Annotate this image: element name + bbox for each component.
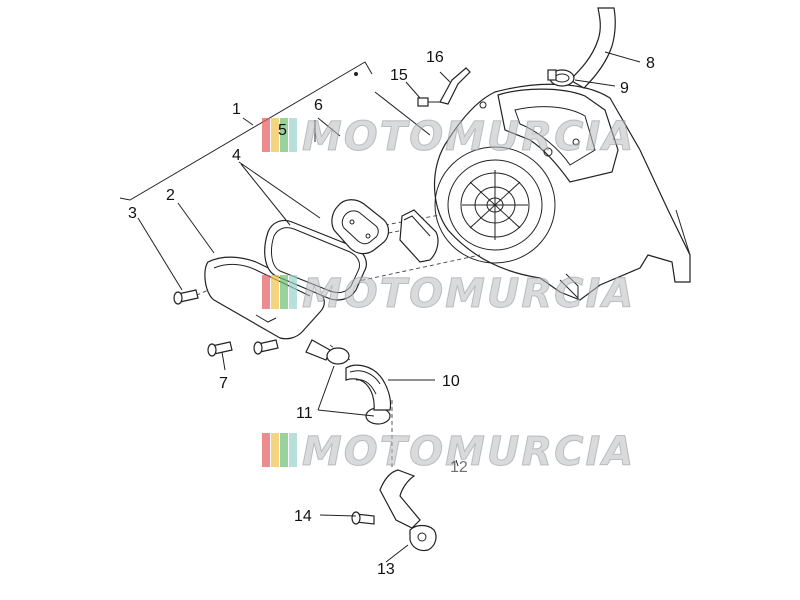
watermark-stripe-yellow xyxy=(271,118,279,152)
intake-pipe xyxy=(305,339,331,361)
callout-15: 15 xyxy=(390,67,408,84)
bracket-16 xyxy=(439,67,471,105)
watermark-text: MOTOMURCIA xyxy=(302,271,635,317)
callout-6: 6 xyxy=(314,97,323,114)
callout-4: 4 xyxy=(232,147,241,164)
hose-clamp-9 xyxy=(547,69,575,87)
lower-pipe-12 xyxy=(379,469,421,529)
group-bracket-1 xyxy=(119,61,373,201)
screw-14 xyxy=(351,511,375,525)
watermark-stripe-teal xyxy=(289,275,297,309)
watermark-text: MOTOMURCIA xyxy=(302,114,635,160)
elbow-hose-10 xyxy=(345,364,392,411)
callout-7: 7 xyxy=(219,375,228,392)
watermark-stripe-green xyxy=(280,433,288,467)
screw-15 xyxy=(417,97,440,107)
watermark: MOTOMURCIA MOTOMURCIA MOTOMURCIA xyxy=(262,114,635,476)
watermark-2: MOTOMURCIA xyxy=(262,271,635,318)
callout-5: 5 xyxy=(278,122,287,139)
watermark-stripe-teal xyxy=(289,118,297,152)
watermark-stripe-teal xyxy=(289,433,297,467)
callout-2: 2 xyxy=(166,187,175,204)
watermark-3: MOTOMURCIA xyxy=(262,429,635,476)
screw-3 xyxy=(173,289,199,305)
callout-14: 14 xyxy=(294,508,312,525)
callout-10: 10 xyxy=(442,373,460,390)
watermark-stripe-yellow xyxy=(271,275,279,309)
callout-16: 16 xyxy=(426,49,444,66)
watermark-stripe-red xyxy=(262,275,270,309)
callout-8: 8 xyxy=(646,55,655,72)
hose-clamp-11 xyxy=(326,347,391,425)
gasket-13 xyxy=(409,524,437,552)
callout-13: 13 xyxy=(377,561,395,578)
callout-3: 3 xyxy=(128,205,137,222)
callout-1: 1 xyxy=(232,101,241,118)
callout-12: 12 xyxy=(450,459,468,476)
watermark-stripe-yellow xyxy=(271,433,279,467)
bracket-dot xyxy=(354,72,358,76)
filter-element-5 xyxy=(331,199,390,255)
engine-cover-housing xyxy=(434,83,691,301)
screw-7 xyxy=(207,339,279,357)
watermark-stripe-green xyxy=(280,118,288,152)
leader-lines xyxy=(137,51,641,563)
small-cover-6 xyxy=(399,209,439,263)
watermark-stripe-red xyxy=(262,433,270,467)
callout-9: 9 xyxy=(620,80,629,97)
watermark-1: MOTOMURCIA xyxy=(262,114,635,161)
callout-11: 11 xyxy=(296,405,313,422)
watermark-stripe-red xyxy=(262,118,270,152)
watermark-stripe-green xyxy=(280,275,288,309)
callout-labels: 1 2 3 4 5 6 7 8 9 10 11 12 13 14 15 16 xyxy=(128,49,655,578)
breather-hose-8 xyxy=(569,7,616,89)
watermark-text: MOTOMURCIA xyxy=(302,429,635,475)
